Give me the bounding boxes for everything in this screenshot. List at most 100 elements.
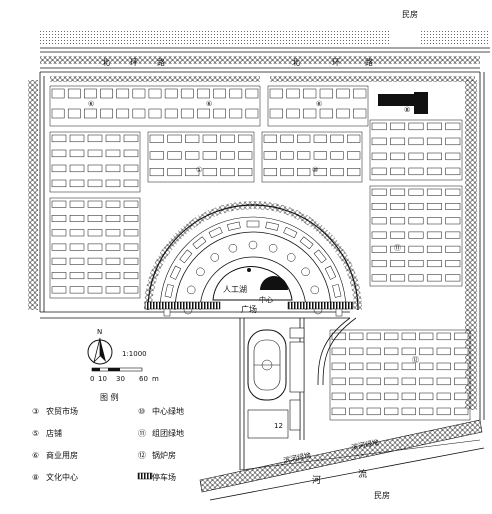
building xyxy=(238,168,253,177)
building xyxy=(384,407,399,416)
building xyxy=(148,88,162,99)
building xyxy=(408,137,424,146)
building xyxy=(105,134,121,143)
arc-tree xyxy=(268,243,278,253)
building xyxy=(105,243,121,251)
building xyxy=(390,167,406,176)
building xyxy=(69,257,85,265)
building xyxy=(454,347,469,356)
building xyxy=(123,200,139,208)
legend-symbol: ⑧ xyxy=(32,473,39,482)
building xyxy=(426,260,442,268)
building xyxy=(419,407,434,416)
building xyxy=(123,286,139,294)
building xyxy=(123,179,139,188)
building xyxy=(67,108,81,119)
scale-ticks: 0 10 30 60 m xyxy=(90,375,159,383)
building xyxy=(69,272,85,280)
building xyxy=(220,168,235,177)
building xyxy=(384,392,399,401)
building xyxy=(105,286,121,294)
building xyxy=(87,149,103,158)
building xyxy=(349,407,364,416)
building xyxy=(390,231,406,239)
building xyxy=(384,362,399,371)
building xyxy=(426,231,442,239)
building xyxy=(269,108,283,119)
arc-tree xyxy=(248,240,258,250)
building xyxy=(69,243,85,251)
building xyxy=(123,229,139,237)
building xyxy=(220,151,235,160)
legend-symbol: ⑪ xyxy=(138,429,146,438)
arc-building xyxy=(283,226,298,239)
svg-text:10: 10 xyxy=(98,375,107,383)
svg-text:北: 北 xyxy=(102,58,110,67)
building xyxy=(185,151,200,160)
svg-text:环: 环 xyxy=(130,58,138,67)
building xyxy=(331,332,346,341)
building xyxy=(245,108,259,119)
building xyxy=(263,168,277,177)
building xyxy=(390,217,406,225)
building xyxy=(390,203,406,210)
building xyxy=(349,347,364,356)
building xyxy=(408,203,424,210)
building xyxy=(445,137,461,146)
building xyxy=(105,149,121,158)
building xyxy=(408,245,424,253)
arc-building xyxy=(299,236,314,250)
scale-bar xyxy=(91,367,143,372)
block-group-3 xyxy=(147,131,255,183)
building xyxy=(330,134,344,143)
arc-tree xyxy=(196,267,205,277)
building xyxy=(51,108,65,119)
building xyxy=(100,88,113,99)
svg-text:60: 60 xyxy=(139,375,148,383)
svg-text:m: m xyxy=(152,375,159,383)
building xyxy=(87,215,103,222)
svg-text:环: 环 xyxy=(332,58,340,67)
svg-text:0: 0 xyxy=(90,375,94,383)
marker-11: ⑪ xyxy=(394,244,401,252)
building xyxy=(401,347,416,356)
building xyxy=(87,200,103,208)
building xyxy=(87,286,103,294)
building xyxy=(213,88,226,99)
building xyxy=(105,164,121,173)
legend-label: 商业用房 xyxy=(46,450,78,460)
building xyxy=(280,151,294,160)
building xyxy=(426,274,442,282)
building xyxy=(408,188,424,196)
parking-strip xyxy=(144,301,354,310)
building xyxy=(100,108,113,119)
building xyxy=(105,272,121,280)
legend-label: 组团绿地 xyxy=(152,428,184,438)
building xyxy=(366,392,381,401)
svg-text:30: 30 xyxy=(116,375,125,383)
building xyxy=(263,151,277,160)
building xyxy=(269,88,283,99)
center-label: 中心 xyxy=(259,295,273,304)
building xyxy=(180,108,194,119)
parking-swatch xyxy=(137,472,153,480)
building xyxy=(408,122,424,131)
central-semicircle xyxy=(144,201,362,311)
arc-building xyxy=(227,221,241,231)
building xyxy=(366,347,381,356)
building xyxy=(167,168,182,177)
building xyxy=(390,188,406,196)
block-group-5 xyxy=(369,119,463,181)
building xyxy=(185,168,200,177)
legend-label: 店铺 xyxy=(46,428,62,438)
building xyxy=(371,274,387,282)
marker-12: ⑫ xyxy=(412,356,419,364)
building xyxy=(185,134,200,143)
building xyxy=(426,245,442,253)
